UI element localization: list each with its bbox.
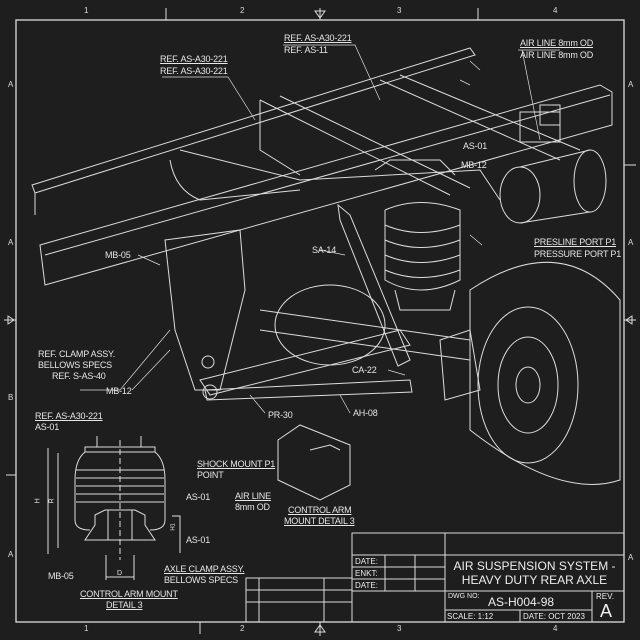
column-marker: 1 [84,6,89,15]
detail-title: CONTROL ARM MOUNT [80,589,178,599]
detail-air-line: AIR LINE [235,491,271,501]
dwg-no-label: DWG NO: [448,593,480,600]
drawing-title: AIR SUSPENSION SYSTEM - [453,559,616,573]
wheel-hub [439,261,621,485]
detail-bellows: BELLOWS SPECS [164,575,238,585]
column-marker: 2 [240,6,245,15]
callout-mb05: MB-05 [105,250,131,260]
drawing-title: HEAVY DUTY REAR AXLE [461,573,608,587]
dim-h1: H1 [170,523,177,531]
callout-ref-clamp: REF. CLAMP ASSY. [38,349,116,359]
control-arm [164,229,413,401]
row-marker: A [8,550,14,559]
callout-pr30: PR-30 [268,410,293,420]
row-marker: A [8,238,14,247]
shock-absorber [337,203,411,367]
detail-as01: AS-01 [186,492,211,502]
column-marker: 4 [553,6,558,15]
title-block-lines [245,532,625,623]
column-marker: 3 [397,6,402,15]
scale: SCALE: 1:12 [447,612,494,621]
control-arm-mount-detail [277,424,351,501]
detail-axle-clamp: AXLE CLAMP ASSY. [164,564,245,574]
air-spring-main [374,159,461,311]
callout-sa14: SA-14 [312,245,337,255]
callout-air-line: AIR LINE 8mm OD [520,38,594,48]
enkt-label: ENKT: [355,569,378,578]
detail-title: DETAIL 3 [106,600,143,610]
callout-ref: REF. AS-11 [284,45,328,55]
column-marker: 4 [553,624,558,633]
callout-air-line: AIR LINE 8mm OD [520,50,594,60]
column-marker: 2 [240,624,245,633]
callout-ah08: AH-08 [353,408,378,418]
dim-r: R [48,498,56,504]
dwg-no: AS-H004-98 [488,595,555,609]
detail-control-arm: MOUNT DETAIL 3 [284,516,355,526]
axle-housing [259,284,471,366]
detail-as01: AS-01 [186,535,211,545]
detail-ref: AS-01 [35,422,60,432]
date-label: DATE: [355,557,378,566]
rev-label: REV. [596,592,614,601]
callout-pressure: PRESSURE PORT P1 [534,249,621,259]
detail-shock-mount: SHOCK MOUNT P1 [197,459,276,469]
detail-shock-mount: POINT [197,470,224,480]
callout-ref: REF. AS-A30-221 [284,33,352,43]
callout-ref: REF. AS-A30-221 [160,66,228,76]
callout-ca22: CA-22 [352,365,377,375]
callout-bellows: BELLOWS SPECS [38,360,112,370]
dim-d: D [117,570,122,577]
row-marker: A [628,238,634,247]
date-label: DATE: [355,581,378,590]
rev-value: A [600,601,613,621]
border-ticks [4,8,636,636]
sheet-border [15,19,625,623]
dim-h: H [34,498,42,504]
column-marker: 1 [84,624,89,633]
chassis-frame [31,47,613,286]
column-marker: 3 [397,624,402,633]
callout-as01: AS-01 [463,141,488,151]
detail-mb05: MB-05 [48,571,74,581]
drawing-date: DATE: OCT 2023 [523,612,585,621]
row-marker: A [628,553,634,562]
callout-mb12: MB-12 [461,160,487,170]
row-marker: B [8,393,14,402]
callout-ref-sas40: REF. S-AS-40 [52,371,106,381]
detail-air-line: 8mm OD [235,502,270,512]
callout-ref: REF. AS-A30-221 [160,54,228,64]
row-marker: A [628,80,634,89]
row-marker: A [8,80,14,89]
leader-lines [80,44,560,414]
detail-control-arm: CONTROL ARM [288,505,352,515]
callout-presline: PRESLINE PORT P1 [534,237,617,247]
callout-mb12: MB-12 [106,386,132,396]
air-tank [499,104,607,224]
air-spring-detail [47,436,181,580]
detail-ref: REF. AS-A30-221 [35,411,103,421]
